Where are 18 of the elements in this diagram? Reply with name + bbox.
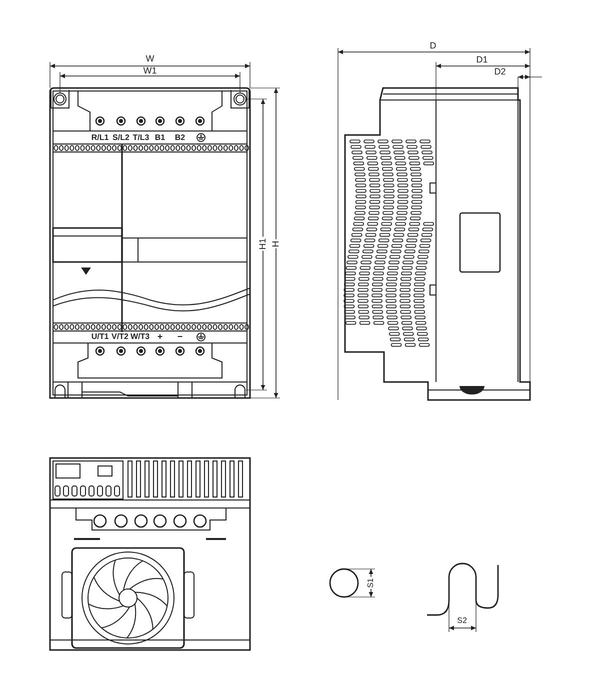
dimension-label: D — [428, 42, 438, 50]
terminal-label: R/L1 — [90, 134, 110, 142]
terminal-label: U/T1 — [90, 333, 110, 341]
terminal-label: T/L3 — [132, 134, 150, 142]
terminal-label: V/T2 — [110, 333, 130, 341]
dimension-label: D1 — [475, 56, 489, 64]
terminal-label: S/L2 — [112, 134, 130, 142]
dimension-label: H1 — [258, 237, 268, 251]
dimension-label: S1 — [367, 577, 375, 589]
terminal-label: B1 — [154, 134, 166, 142]
terminal-label: + — [156, 332, 164, 342]
dimension-label: S2 — [456, 617, 468, 625]
terminal-label: W/T3 — [129, 333, 151, 341]
dimension-label: W1 — [142, 66, 158, 76]
dimension-label: D2 — [493, 68, 507, 76]
terminal-label: B2 — [174, 134, 186, 142]
dimension-label: H — [272, 240, 280, 248]
dimension-label: W — [144, 54, 156, 64]
